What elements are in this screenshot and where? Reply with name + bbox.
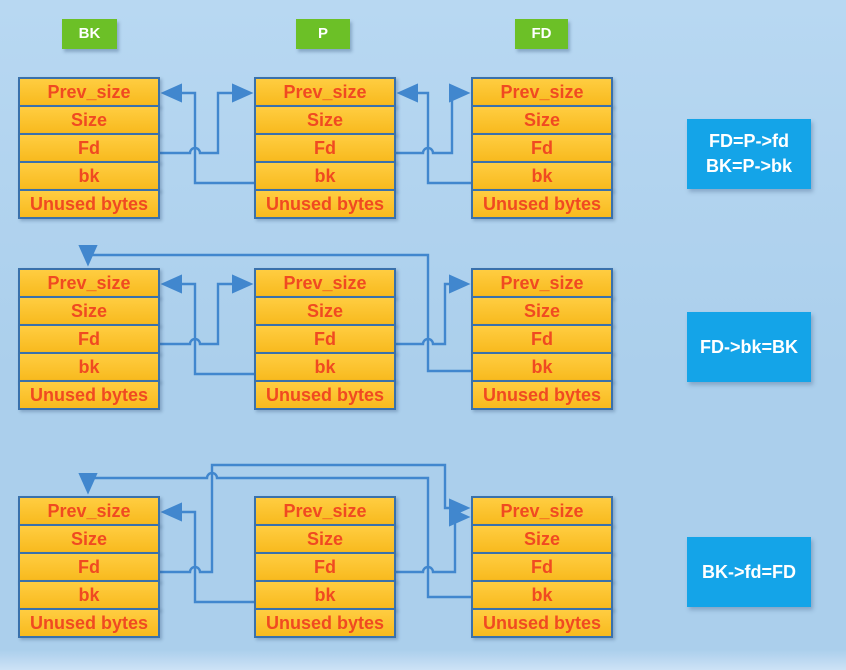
chunk-cell-fd: Fd (18, 324, 160, 354)
chunk-cell-size: Size (254, 105, 396, 135)
arrow-row2-p-fd-to-fd (396, 274, 471, 346)
chunk-cell-bk: bk (18, 580, 160, 610)
chunk-cell-size: Size (471, 296, 613, 326)
arrow-row1-p-bk-to-bk (160, 83, 254, 185)
chunk-cell-fd: Fd (254, 324, 396, 354)
chunk-label-p: P (296, 19, 350, 49)
chunk-cell-fd: Fd (471, 133, 613, 163)
chunk-cell-fd: Fd (18, 133, 160, 163)
chunk-cell-bk: bk (254, 352, 396, 382)
chunk-cell-size: Size (471, 105, 613, 135)
chunk-cell-prev-size: Prev_size (471, 77, 613, 107)
chunk-cell-prev-size: Prev_size (18, 496, 160, 526)
chunk-cell-size: Size (254, 524, 396, 554)
chunk-cell-bk: bk (254, 580, 396, 610)
chunk-cell-bk: bk (18, 352, 160, 382)
arrow-row1-p-fd-to-fd (396, 83, 471, 155)
chunk-cell-prev-size: Prev_size (254, 268, 396, 298)
chunk-cell-unused-bytes: Unused bytes (254, 380, 396, 410)
chunk-cell-unused-bytes: Unused bytes (18, 380, 160, 410)
chunk-cell-unused-bytes: Unused bytes (18, 189, 160, 219)
annotation-step2: FD->bk=BK (687, 312, 811, 382)
chunk-cell-fd: Fd (254, 552, 396, 582)
annotation-step3-line1: BK->fd=FD (702, 561, 796, 582)
chunk-cell-prev-size: Prev_size (18, 268, 160, 298)
arrow-row2-p-bk-to-bk (160, 274, 254, 376)
chunk-cell-bk: bk (471, 161, 613, 191)
chunk-cell-prev-size: Prev_size (471, 496, 613, 526)
chunk-cell-bk: bk (254, 161, 396, 191)
annotation-step3: BK->fd=FD (687, 537, 811, 607)
chunk-cell-fd: Fd (471, 552, 613, 582)
chunk-cell-size: Size (254, 296, 396, 326)
chunk-cell-unused-bytes: Unused bytes (471, 189, 613, 219)
chunk-cell-prev-size: Prev_size (254, 496, 396, 526)
chunk-cell-bk: bk (471, 352, 613, 382)
chunk-cell-size: Size (471, 524, 613, 554)
arrow-row1-fd-bk-to-p (396, 83, 471, 185)
arrow-row3-p-fd-to-fd (396, 507, 471, 574)
arrow-row3-fd-bk-to-bk (78, 471, 471, 599)
chunk-cell-size: Size (18, 524, 160, 554)
annotation-step1-line2: BK=P->bk (705, 156, 793, 176)
arrow-row2-bk-fd-to-p (160, 274, 254, 346)
chunk-cell-unused-bytes: Unused bytes (254, 189, 396, 219)
chunk-cell-bk: bk (18, 161, 160, 191)
annotation-step1-line1: FD=P->fd (708, 131, 789, 151)
chunk-cell-fd: Fd (18, 552, 160, 582)
chunk-cell-unused-bytes: Unused bytes (471, 608, 613, 638)
chunk-cell-size: Size (18, 296, 160, 326)
chunk-cell-unused-bytes: Unused bytes (18, 608, 160, 638)
annotation-step2-line1: FD->bk=BK (699, 336, 798, 357)
chunk-cell-unused-bytes: Unused bytes (471, 380, 613, 410)
chunk-label-bk: BK (62, 19, 117, 49)
chunk-label-fd: FD (515, 19, 568, 49)
chunk-cell-fd: Fd (471, 324, 613, 354)
annotation-step1: FD=P->fd BK=P->bk (687, 119, 811, 189)
chunk-cell-prev-size: Prev_size (254, 77, 396, 107)
chunk-cell-bk: bk (471, 580, 613, 610)
arrow-row1-bk-fd-to-p (160, 83, 254, 155)
arrow-row3-p-bk-to-bk (160, 502, 254, 604)
arrow-row2-fd-bk-to-bk (78, 245, 471, 373)
chunk-cell-prev-size: Prev_size (471, 268, 613, 298)
chunk-cell-prev-size: Prev_size (18, 77, 160, 107)
chunk-cell-size: Size (18, 105, 160, 135)
chunk-cell-fd: Fd (254, 133, 396, 163)
chunk-cell-unused-bytes: Unused bytes (254, 608, 396, 638)
arrow-row3-bk-fd-to-fd (160, 463, 471, 574)
